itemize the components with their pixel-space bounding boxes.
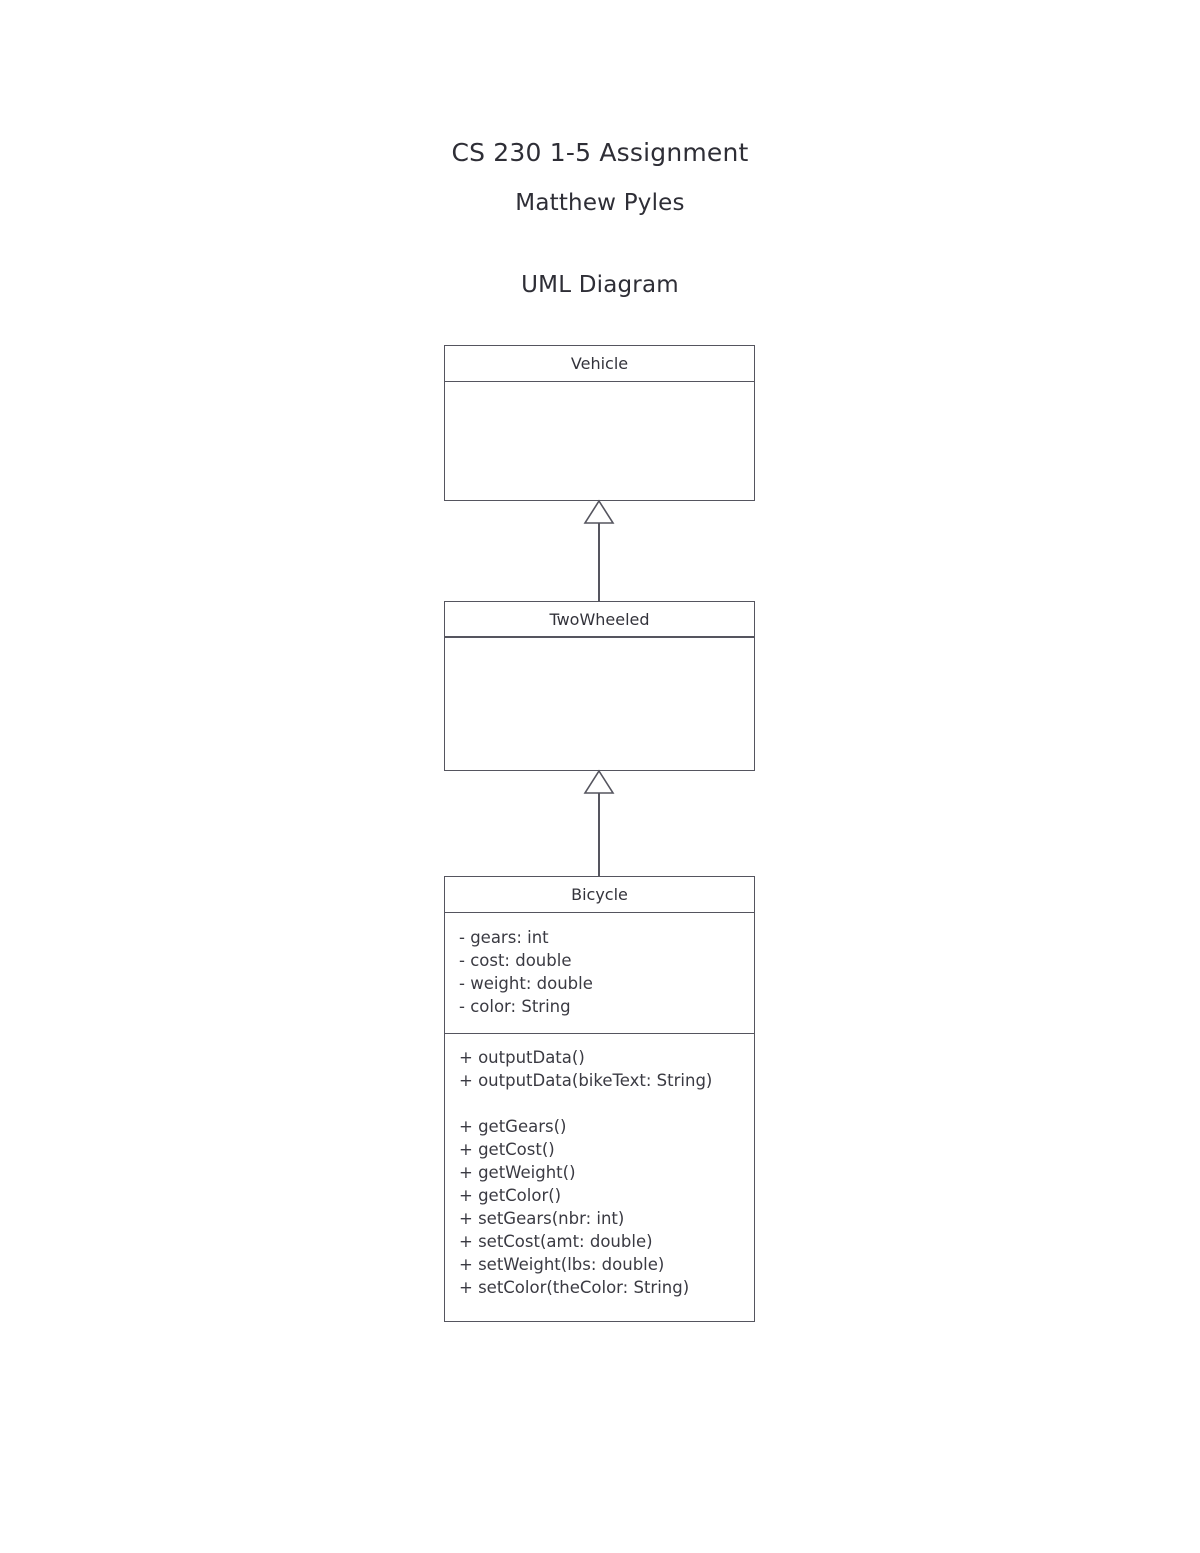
uml-member: + getWeight() [459, 1163, 576, 1182]
diagram-heading: UML Diagram [521, 272, 679, 298]
uml-member: + getColor() [459, 1186, 562, 1205]
uml-member: + setWeight(lbs: double) [459, 1255, 665, 1274]
generalization-arrowhead-vehicle [583, 499, 615, 524]
uml-compartment-bicycle-attributes: - gears: int - cost: double - weight: doub… [445, 913, 754, 1033]
uml-class-name-bicycle: Bicycle [445, 877, 754, 913]
uml-class-vehicle[interactable]: Vehicle [444, 345, 755, 501]
uml-member: + setColor(theColor: String) [459, 1278, 690, 1297]
uml-member-spacer [459, 1092, 742, 1115]
uml-class-bicycle[interactable]: Bicycle - gears: int - cost: double - weig… [444, 876, 755, 1322]
generalization-line-twowheeled-vehicle [598, 522, 601, 602]
page-title: CS 230 1-5 Assignment [451, 138, 749, 167]
uml-member: + getCost() [459, 1140, 555, 1159]
uml-member: + setGears(nbr: int) [459, 1209, 625, 1228]
uml-member: - gears: int [459, 928, 549, 947]
generalization-arrowhead-twowheeled [583, 769, 615, 794]
uml-member: - cost: double [459, 951, 572, 970]
document-header: CS 230 1-5 Assignment Matthew Pyles UML … [0, 0, 1200, 297]
generalization-line-bicycle-twowheeled [598, 792, 601, 877]
uml-member: + getGears() [459, 1117, 567, 1136]
uml-class-twowheeled[interactable]: TwoWheeled [444, 601, 755, 771]
uml-member: + outputData() [459, 1048, 585, 1067]
document-author: Matthew Pyles [515, 190, 685, 216]
uml-compartment-vehicle-body [445, 382, 754, 500]
uml-compartment-bicycle-operations: + outputData() + outputData(bikeText: Str… [445, 1033, 754, 1309]
uml-member: + setCost(amt: double) [459, 1232, 653, 1251]
uml-member: - weight: double [459, 974, 593, 993]
uml-class-name-vehicle: Vehicle [445, 346, 754, 382]
uml-member: + outputData(bikeText: String) [459, 1071, 713, 1090]
uml-compartment-twowheeled-body [445, 638, 754, 769]
uml-member: - color: String [459, 997, 571, 1016]
uml-class-name-twowheeled: TwoWheeled [445, 602, 754, 638]
